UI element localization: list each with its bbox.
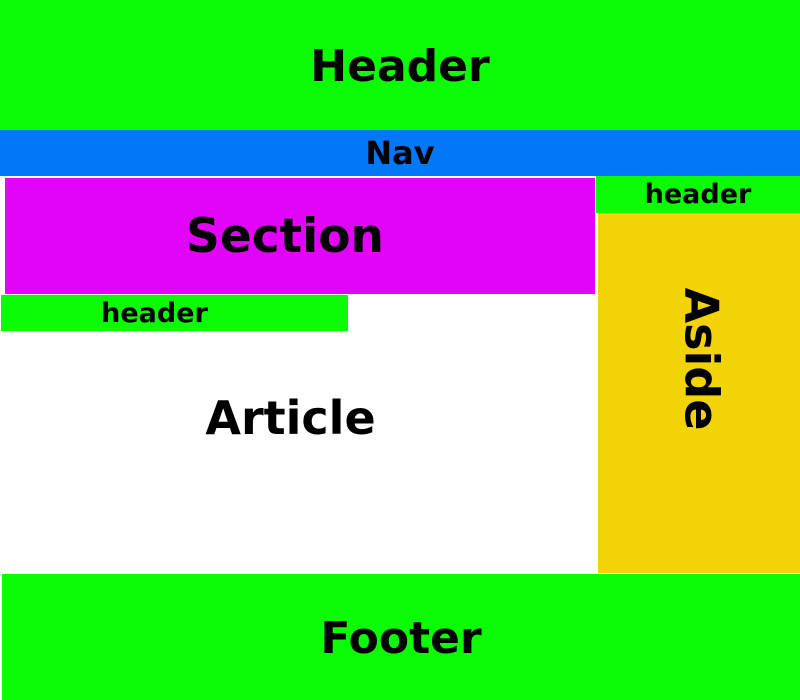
aside-header-block: header	[596, 176, 800, 213]
section-block: Section	[5, 178, 595, 294]
page-header-label: Header	[310, 40, 490, 92]
nav-block: Nav	[0, 130, 800, 176]
nav-label: Nav	[365, 134, 435, 172]
footer-block: Footer	[2, 574, 800, 700]
article-header-label: header	[101, 297, 208, 329]
article-header-block: header	[1, 295, 348, 331]
footer-label: Footer	[320, 612, 482, 664]
article-block: Article	[0, 331, 597, 574]
section-label: Section	[186, 208, 384, 264]
article-label: Article	[205, 390, 376, 445]
aside-header-label: header	[644, 179, 752, 210]
aside-label: Aside	[674, 287, 728, 431]
page-header-block: Header	[0, 0, 800, 130]
aside-block: Aside	[598, 213, 800, 573]
